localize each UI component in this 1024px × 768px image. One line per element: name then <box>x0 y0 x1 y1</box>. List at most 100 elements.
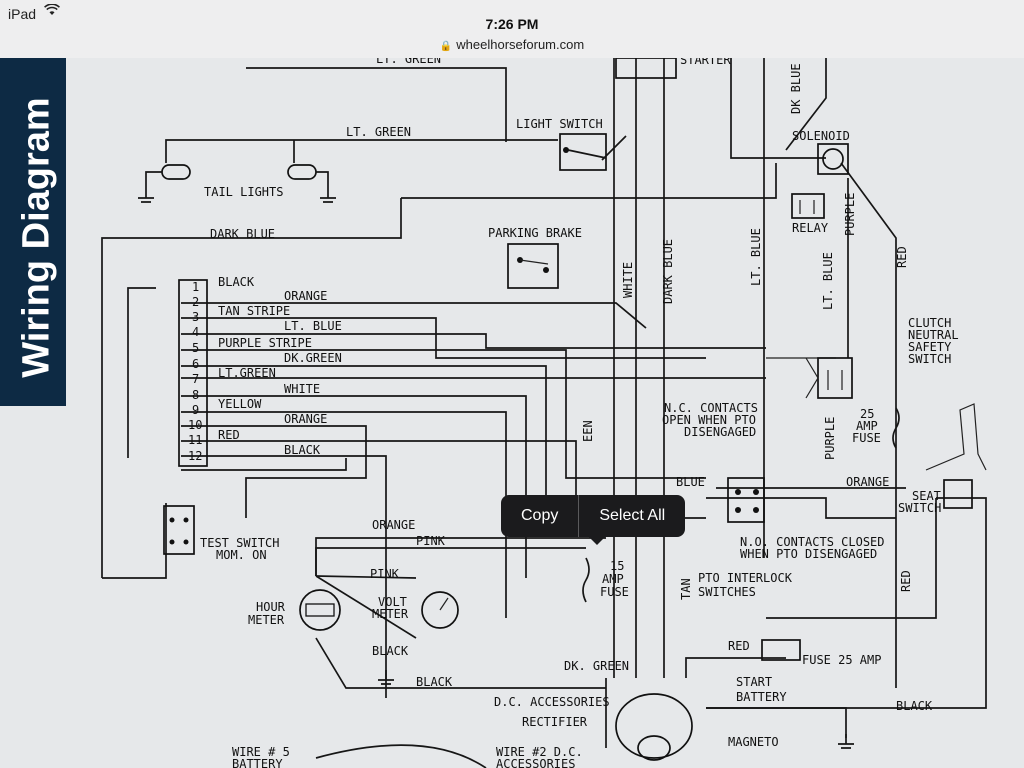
label-relay: RELAY <box>792 221 829 235</box>
label-dk-blue-vertical: DK BLUE <box>789 63 803 114</box>
carrier-label: iPad <box>8 6 37 22</box>
label-orange-right: ORANGE <box>846 475 889 489</box>
ground-right <box>838 734 854 749</box>
fuse15-label-3: FUSE <box>600 585 629 599</box>
pin-2: 2 <box>192 295 199 309</box>
fuse15-label-1: 15 <box>610 559 624 573</box>
lock-icon: 🔒 <box>439 41 453 52</box>
fuse25-label-2: AMP <box>856 419 878 433</box>
wire-lines <box>101 58 987 748</box>
hour-meter-label-1: HOUR <box>256 600 286 614</box>
label-solenoid: SOLENOID <box>792 129 850 143</box>
seat-switch-1: SEAT <box>912 489 941 503</box>
tail-light-left <box>138 164 191 203</box>
seat-switch-symbol <box>925 403 987 509</box>
pin-8: 8 <box>192 388 199 402</box>
clutch-label-1: CLUTCH <box>908 316 951 330</box>
label-purple-vertical: PURPLE <box>843 193 857 236</box>
pto-switch-assembly <box>727 477 765 523</box>
parking-brake-switch <box>507 243 559 289</box>
label-red-vertical-2: RED <box>899 570 913 592</box>
label-red-vertical: RED <box>895 246 909 268</box>
pin-3: 3 <box>192 310 199 324</box>
fuse15-label-2: AMP <box>602 572 624 586</box>
pin-10: 10 <box>188 418 202 432</box>
fuse25-label-3: FUSE <box>852 431 881 445</box>
seat-switch-2: SWITCH <box>898 501 941 515</box>
label-blue: BLUE <box>676 475 705 489</box>
copy-button[interactable]: Copy <box>521 507 559 524</box>
label-light-switch: LIGHT SWITCH <box>516 117 603 131</box>
fuse-25-amp-right <box>892 407 900 449</box>
label-red-fuse: RED <box>728 639 750 653</box>
label-black-1: BLACK <box>372 644 409 658</box>
wire-orange-10: ORANGE <box>284 412 327 426</box>
wire-red-11: RED <box>218 428 240 442</box>
clutch-switch <box>805 357 853 399</box>
pin-9: 9 <box>192 403 199 417</box>
label-white-vertical: WHITE <box>621 262 635 298</box>
pin-7: 7 <box>192 372 199 386</box>
hour-meter-label-2: METER <box>248 613 285 627</box>
label-dark-blue: DARK BLUE <box>210 227 275 241</box>
clutch-label-2: NEUTRAL <box>908 328 959 342</box>
solenoid <box>817 143 849 175</box>
tail-light-right <box>287 164 336 203</box>
label-green-partial-vertical: EEN <box>581 420 595 442</box>
wire-purple-stripe-5: PURPLE STRIPE <box>218 336 312 350</box>
wire-orange-2: ORANGE <box>284 289 327 303</box>
clutch-label-3: SAFETY <box>908 340 952 354</box>
label-magneto: MAGNETO <box>728 735 779 749</box>
pin-11: 11 <box>188 433 202 447</box>
label-start: START <box>736 675 772 689</box>
label-battery: BATTERY <box>736 690 787 704</box>
hour-meter <box>299 589 341 631</box>
wire5-label-1: WIRE # 5 <box>232 745 290 759</box>
pin-1: 1 <box>192 280 199 294</box>
banner-title: Wiring Diagram <box>15 97 58 378</box>
nc-contacts-2: OPEN WHEN PTO <box>662 413 756 427</box>
label-pink-2: PINK <box>370 567 400 581</box>
label-lt-blue-vertical-2: LT. BLUE <box>821 252 835 310</box>
label-black-2: BLACK <box>416 675 453 689</box>
wire2-label-2: ACCESSORIES <box>496 757 575 768</box>
label-dc-accessories: D.C. ACCESSORIES <box>494 695 610 709</box>
relay <box>791 193 825 219</box>
label-tail-lights: TAIL LIGHTS <box>204 185 283 199</box>
label-starter: STARTER <box>680 58 731 67</box>
fuse-25-amp-block <box>761 639 801 661</box>
url-text: wheelhorseforum.com <box>456 37 585 52</box>
pin-12: 12 <box>188 449 202 463</box>
select-all-button[interactable]: Select All <box>599 507 666 524</box>
pto-interlock-2: SWITCHES <box>698 585 756 599</box>
fuse25-label-1: 25 <box>860 407 874 421</box>
wire-yellow-9: YELLOW <box>218 397 262 411</box>
label-purple-vertical-2: PURPLE <box>823 417 837 460</box>
label-black-right: BLACK <box>896 699 933 713</box>
test-switch-symbol <box>163 505 195 555</box>
connector-block <box>178 279 208 467</box>
wire-dk-green-6: DK.GREEN <box>284 351 342 365</box>
label-lt-blue-vertical-1: LT. BLUE <box>749 228 763 286</box>
wire2-label-1: WIRE #2 D.C. <box>496 745 583 759</box>
wire-white-8: WHITE <box>284 382 320 396</box>
clutch-label-4: SWITCH <box>908 352 951 366</box>
title-banner: Wiring Diagram <box>0 58 66 406</box>
wire-black-12: BLACK <box>284 443 321 457</box>
label-lt-green-mid: LT. GREEN <box>346 125 411 139</box>
label-rectifier: RECTIFIER <box>522 715 588 729</box>
no-contacts-2: WHEN PTO DISENGAGED <box>740 547 877 561</box>
label-dk-green: DK. GREEN <box>564 659 629 673</box>
test-switch-label-1: TEST SWITCH <box>200 536 279 550</box>
wire-lt-green-7: LT.GREEN <box>218 366 276 380</box>
label-orange-lower: ORANGE <box>372 518 415 532</box>
ios-status-bar: iPad 7:26 PM 🔒wheelhorseforum.com <box>0 0 1024 58</box>
clock: 7:26 PM <box>485 16 539 32</box>
light-switch <box>559 133 627 171</box>
menu-pointer <box>588 536 606 545</box>
pin-5: 5 <box>192 341 199 355</box>
address-bar[interactable]: 🔒wheelhorseforum.com <box>0 37 1024 52</box>
volt-meter <box>421 591 459 629</box>
magneto <box>615 693 693 761</box>
wiring-diagram-svg: LT. GREEN STARTER LT. GREEN LIGHT SWITCH… <box>66 58 1024 768</box>
